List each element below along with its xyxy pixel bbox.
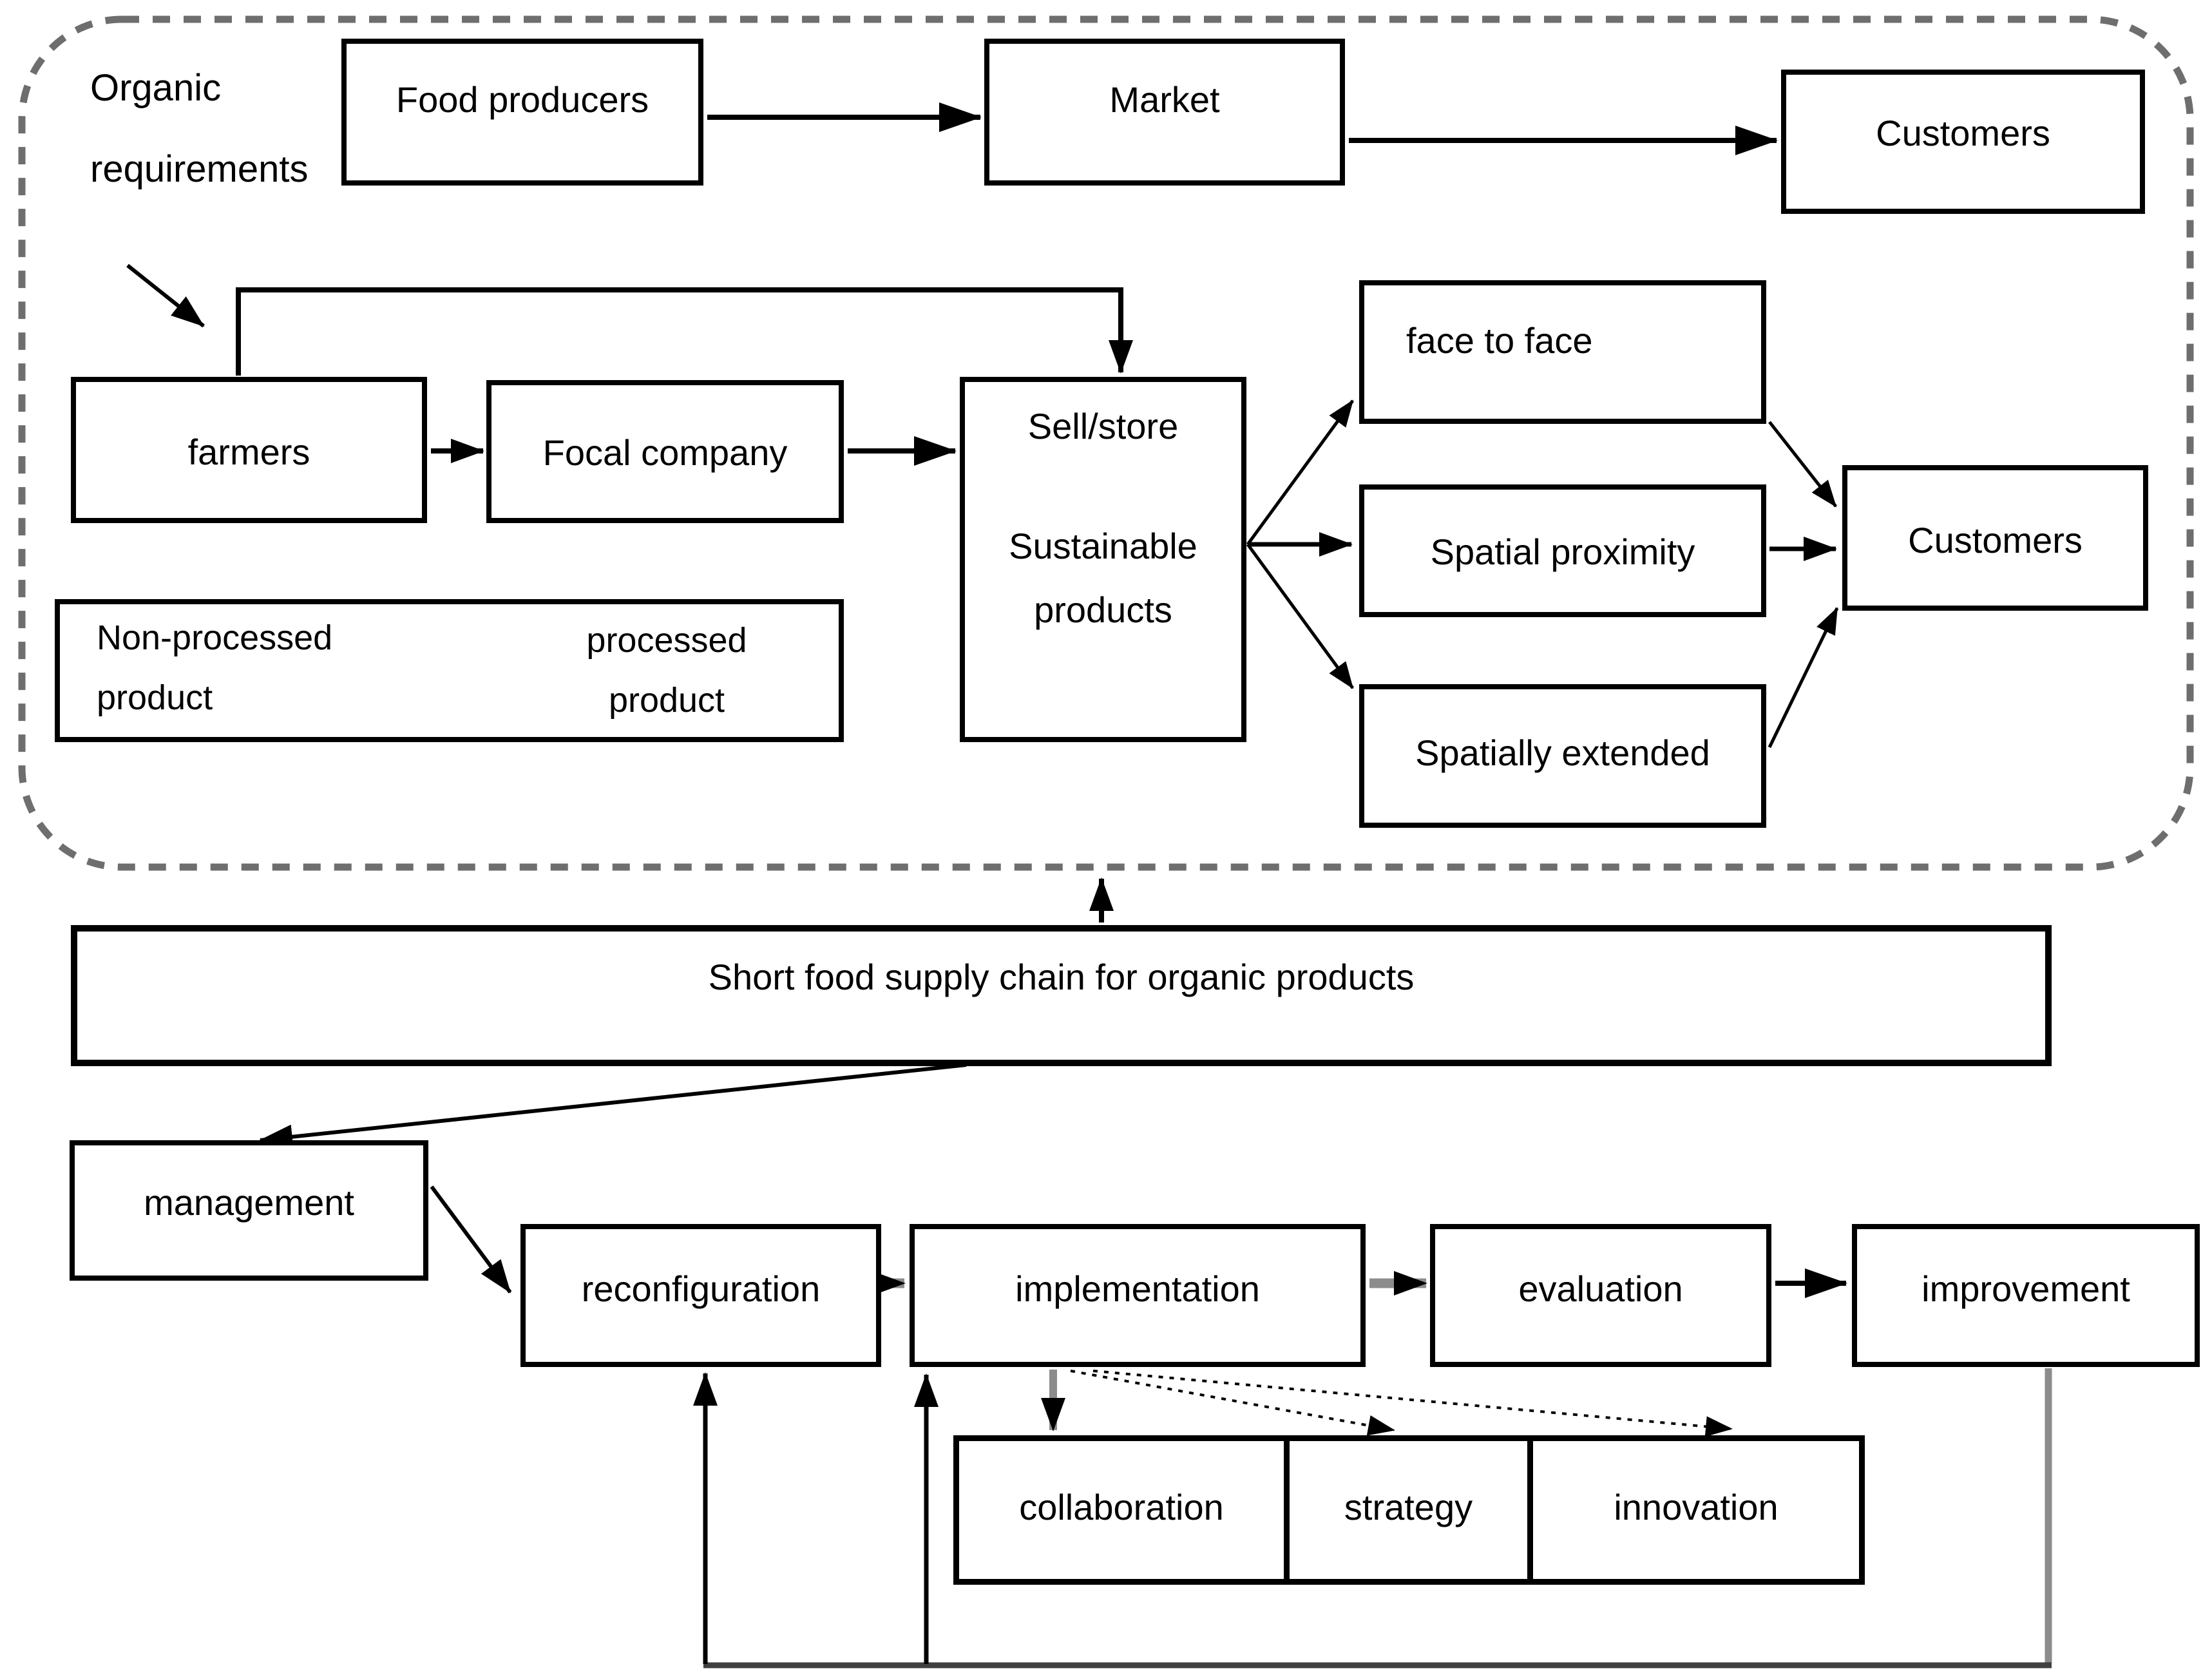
node-label: Short food supply chain for organic prod… <box>708 957 1415 997</box>
node-label: Customers <box>1876 113 2050 153</box>
node-evaluation: evaluation <box>1430 1224 1771 1367</box>
arrow-face-to-face-to-customers <box>1768 421 1837 508</box>
node-label: Customers <box>1908 520 2083 560</box>
arrow-spatially-extended-to-customers <box>1768 607 1839 749</box>
node-collaboration: collaboration <box>953 1435 1290 1585</box>
node-label: Food producers <box>396 79 649 120</box>
arrow-implementation-to-strategy <box>1070 1370 1395 1436</box>
node-label: reconfiguration <box>581 1268 821 1309</box>
node-reconfiguration: reconfiguration <box>520 1224 881 1367</box>
legend-right-text: processed product <box>551 611 783 731</box>
node-implementation: implementation <box>910 1224 1366 1367</box>
node-focal-company: Focal company <box>486 380 844 523</box>
node-supply-chain-bar: Short food supply chain for organic prod… <box>71 925 2052 1066</box>
arrow-organic-requirements <box>126 263 205 328</box>
arrow-implementation-to-innovation <box>1092 1370 1733 1437</box>
arrow-sell-store-to-spatially-extended <box>1246 543 1355 689</box>
node-label-line2: Sustainable <box>1009 525 1197 566</box>
node-customers-top: Customers <box>1781 70 2145 214</box>
legend-right-line1: processed <box>586 621 747 660</box>
node-label: implementation <box>1015 1268 1260 1309</box>
node-food-producers: Food producers <box>341 39 703 186</box>
node-label: farmers <box>187 432 310 472</box>
node-label: evaluation <box>1518 1268 1683 1309</box>
legend-box <box>55 599 844 742</box>
node-label-line1: Sell/store <box>1027 406 1179 446</box>
node-customers-right: Customers <box>1842 465 2148 611</box>
arrow-sell-store-to-face-to-face <box>1246 399 1355 546</box>
arrow-management-to-reconfiguration <box>430 1185 512 1294</box>
node-label: Focal company <box>542 432 788 473</box>
node-label: Market <box>1109 79 1220 120</box>
node-label: Spatially extended <box>1415 732 1710 773</box>
legend-left-line1: Non-processed <box>97 618 333 657</box>
node-label: management <box>144 1182 354 1223</box>
organic-requirements-label-line1: Organic <box>90 67 222 109</box>
node-label: Spatial proximity <box>1430 531 1695 572</box>
node-label: improvement <box>1921 1268 2130 1309</box>
node-management: management <box>70 1140 428 1281</box>
node-label: strategy <box>1344 1487 1473 1527</box>
node-spatial-proximity: Spatial proximity <box>1359 484 1766 617</box>
node-spatially-extended: Spatially extended <box>1359 684 1766 828</box>
node-sell-store: Sell/store Sustainable products <box>960 377 1246 742</box>
node-label-line3: products <box>1034 589 1172 631</box>
node-market: Market <box>984 39 1345 186</box>
node-label: face to face <box>1406 320 1593 361</box>
node-improvement: improvement <box>1852 1224 2200 1367</box>
legend-left-line2: product <box>97 678 213 717</box>
node-face-to-face: face to face <box>1359 280 1766 424</box>
organic-requirements-label-line2: requirements <box>90 148 309 190</box>
legend-left-text: Non-processed product <box>97 608 332 728</box>
connector-farmers-to-sell-store <box>236 287 1133 376</box>
node-farmers: farmers <box>71 377 427 523</box>
legend-right-line2: product <box>608 680 725 720</box>
node-innovation: innovation <box>1527 1435 1865 1585</box>
arrow-supply-chain-to-management <box>259 1063 967 1149</box>
node-strategy: strategy <box>1284 1435 1533 1585</box>
dashed-container-border <box>18 15 2194 871</box>
node-label: collaboration <box>1019 1487 1224 1527</box>
node-label: innovation <box>1614 1487 1778 1527</box>
